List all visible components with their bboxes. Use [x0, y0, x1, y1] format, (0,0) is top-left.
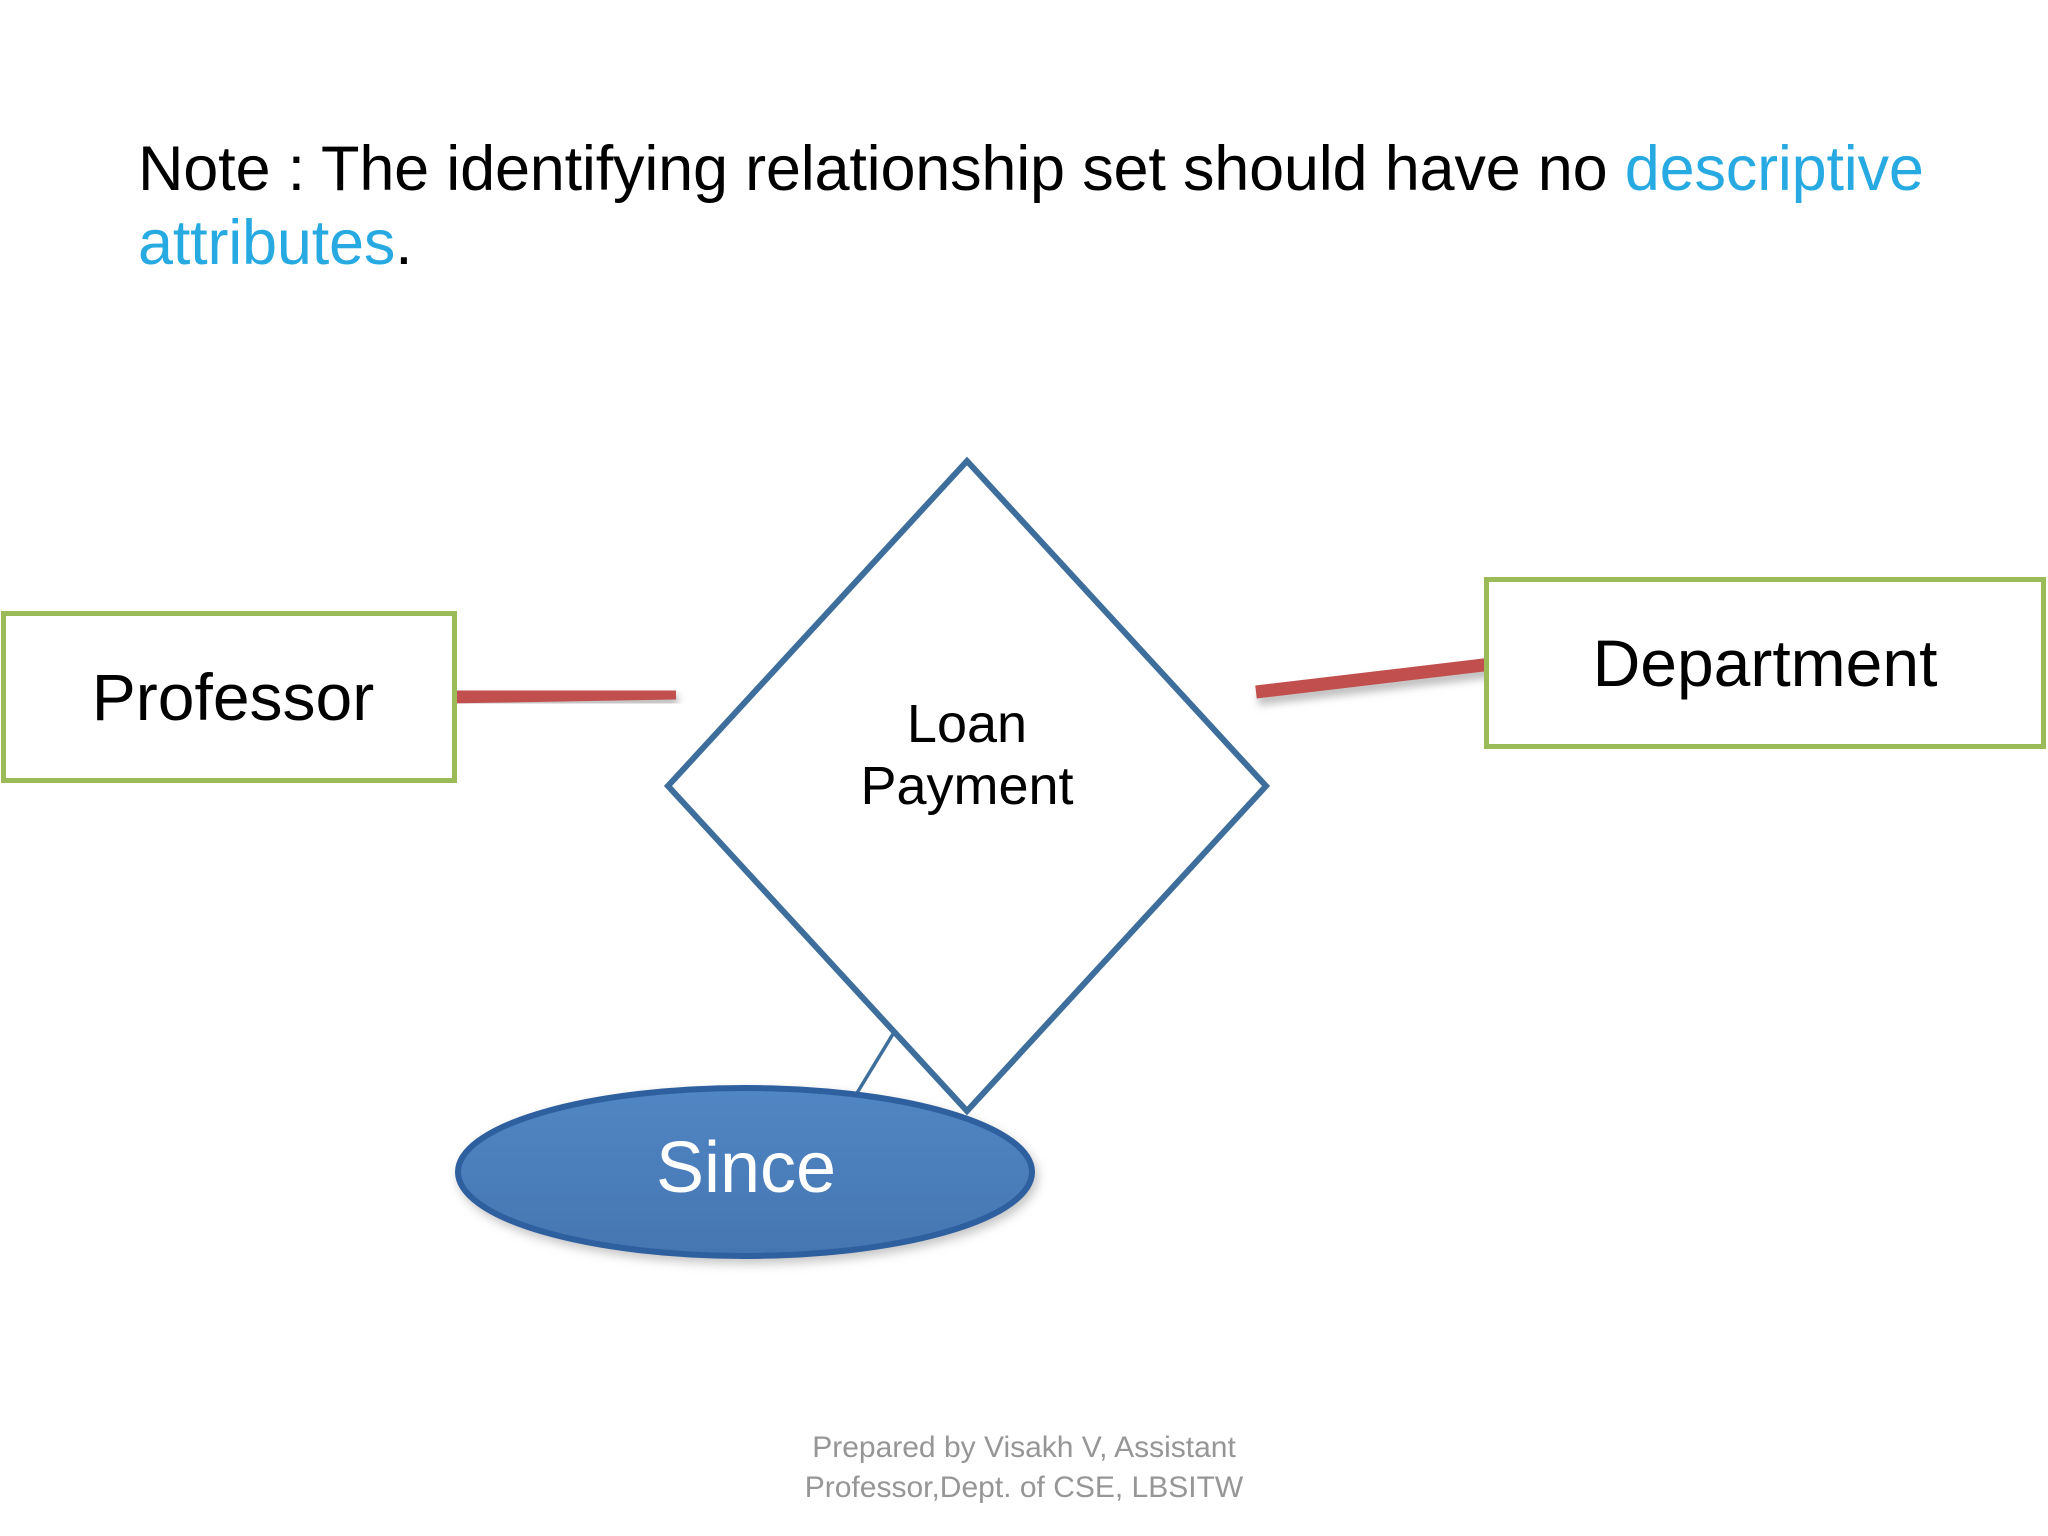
note-prefix: Note : The identifying relationship set …	[138, 134, 1625, 204]
note-highlight: descriptive attributes	[138, 134, 1924, 279]
entity-department-label: Department	[1592, 626, 1938, 700]
connector-loanpayment-department	[1255, 657, 1493, 699]
relationship-diamond-loan-payment	[663, 456, 1271, 1116]
entity-professor-label: Professor	[91, 660, 375, 734]
slide-footer: Prepared by Visakh V, Assistant Professo…	[0, 1428, 2048, 1507]
footer-line-1: Prepared by Visakh V, Assistant	[812, 1431, 1236, 1464]
footer-line-2: Professor,Dept. of CSE, LBSITW	[804, 1470, 1244, 1504]
attribute-ellipse-since	[455, 1085, 1035, 1259]
entity-professor[interactable]: Professor	[1, 611, 457, 783]
note-text: Note : The identifying relationship set …	[138, 132, 1938, 281]
connector-professor-loanpayment	[446, 686, 677, 704]
note-suffix: .	[395, 208, 413, 279]
entity-department[interactable]: Department	[1484, 577, 2046, 749]
